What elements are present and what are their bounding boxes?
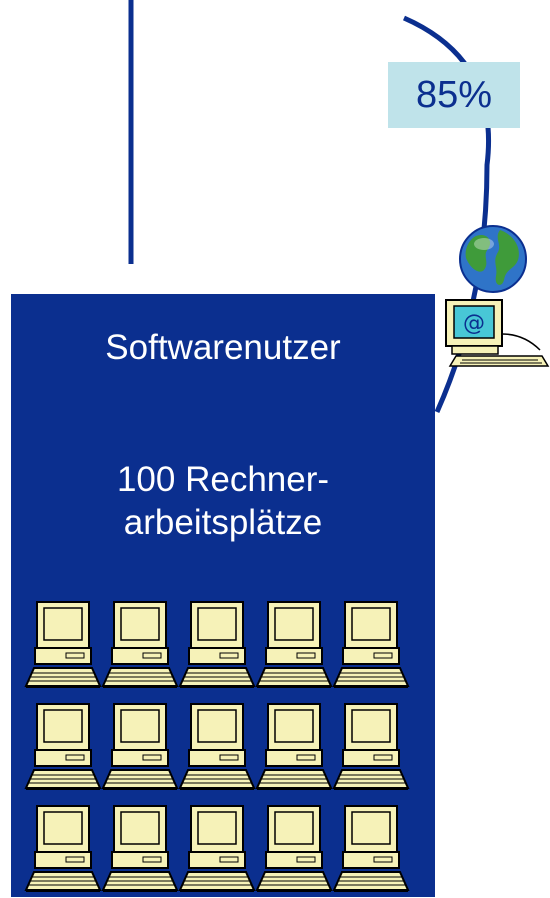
desktop-computer-icon — [255, 598, 333, 694]
software-users-box: Softwarenutzer 100 Rechner- arbeitsplätz… — [11, 294, 435, 897]
desktop-computer-icon — [24, 598, 102, 694]
desktop-computer-icon — [101, 802, 179, 898]
desktop-computer-icon — [24, 802, 102, 898]
desktop-computer-icon — [101, 598, 179, 694]
desktop-computer-icon — [332, 802, 410, 898]
desktop-computer-icon — [332, 700, 410, 796]
box-subtitle-line2: arbeitsplätze — [123, 503, 323, 542]
desktop-computer-icon — [178, 802, 256, 898]
desktop-computer-icon — [255, 700, 333, 796]
globe-with-computer-icon: @ — [445, 225, 550, 367]
desktop-computer-icon — [178, 598, 256, 694]
desktop-computer-icon — [24, 700, 102, 796]
desktop-computer-icon — [178, 700, 256, 796]
box-subtitle: 100 Rechner- arbeitsplätze — [11, 458, 435, 544]
desktop-computer-icon — [101, 700, 179, 796]
box-subtitle-line1: 100 Rechner- — [116, 460, 330, 499]
box-title: Softwarenutzer — [105, 328, 341, 367]
workstation-grid — [24, 598, 424, 898]
desktop-computer-icon — [255, 802, 333, 898]
percent-label: 85% — [415, 74, 493, 116]
svg-text:@: @ — [463, 311, 485, 336]
internet-icon: @ — [442, 222, 550, 372]
percent-badge: 85% — [388, 62, 520, 128]
desktop-computer-icon — [332, 598, 410, 694]
